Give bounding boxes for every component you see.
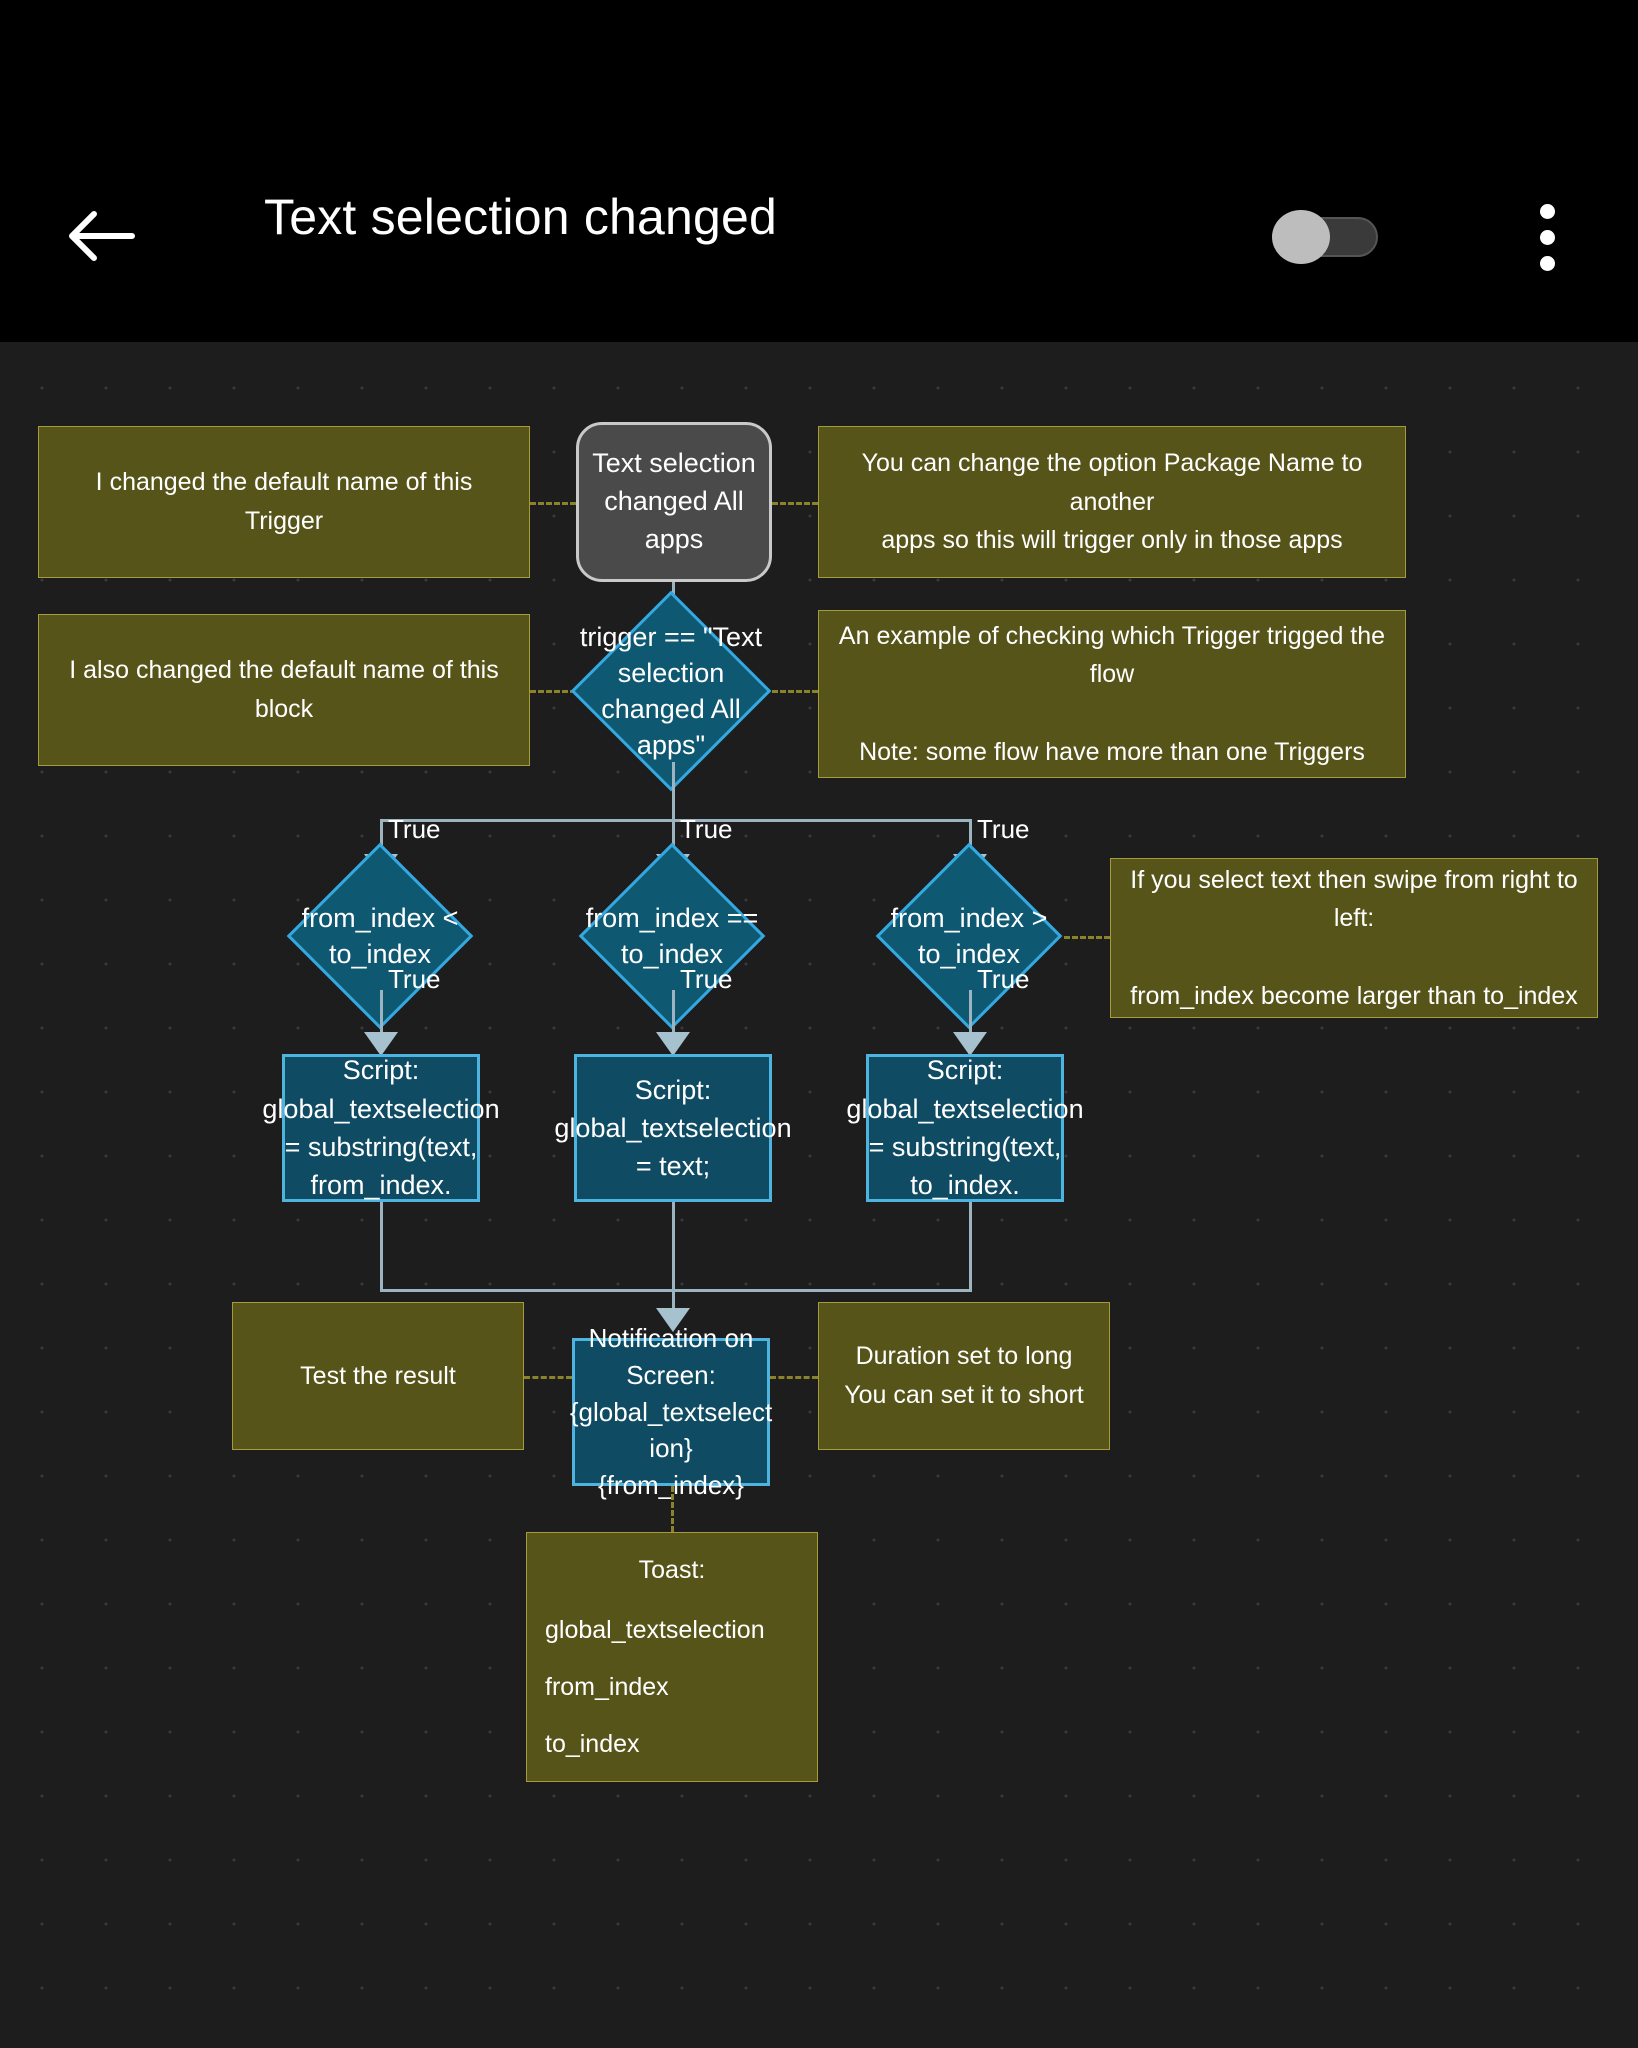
dashed-connector — [530, 690, 576, 693]
connector-arrow — [364, 1032, 398, 1056]
note-line-1: Duration set to long — [855, 1342, 1073, 1371]
note-condition-right[interactable]: An example of checking which Trigger tri… — [818, 610, 1406, 778]
connector-bus — [380, 1289, 972, 1292]
action-node-notification[interactable]: Notification on Screen: {global_textsele… — [569, 1323, 773, 1501]
condition-node-eq[interactable]: from_index == to_index — [577, 842, 767, 1030]
condition-label: from_index == to_index — [585, 902, 759, 969]
notification-line-4: ion} — [649, 1433, 693, 1464]
connector-arrow — [953, 1032, 987, 1056]
dashed-connector — [524, 1376, 572, 1379]
status-bar — [0, 0, 1638, 130]
dashed-connector — [1064, 936, 1110, 939]
toast-item-3: to_index — [545, 1729, 640, 1758]
menu-dot — [1540, 230, 1555, 245]
note-test-result[interactable]: Test the result — [232, 1302, 524, 1450]
action-node-script-lt[interactable]: Script: global_textselection = substring… — [262, 1054, 500, 1202]
dashed-connector — [770, 1376, 818, 1379]
edge-label-true: True — [388, 964, 441, 994]
note-swipe-direction[interactable]: If you select text then swipe from right… — [1110, 858, 1598, 1018]
dashed-connector — [772, 502, 818, 505]
action-label: Script: global_textselection = substring… — [846, 1055, 1084, 1201]
connector-line — [380, 819, 383, 859]
note-line-2: from_index become larger than to_index — [1130, 981, 1578, 1010]
toggle-thumb — [1272, 210, 1330, 264]
connector-line — [969, 819, 972, 859]
note-toast[interactable]: Toast: global_textselection from_index t… — [526, 1532, 818, 1782]
flow-canvas[interactable]: I changed the default name of this Trigg… — [0, 342, 1638, 2048]
connector-line — [672, 1202, 675, 1314]
toast-item-2: from_index — [545, 1673, 669, 1701]
connector-arrow — [656, 1032, 690, 1056]
edge-label-true: True — [977, 814, 1030, 844]
note-duration[interactable]: Duration set to long You can set it to s… — [818, 1302, 1110, 1450]
connector-bus — [380, 819, 972, 822]
connector-arrow — [656, 1308, 690, 1332]
connector-line — [672, 762, 675, 822]
action-node-script-eq[interactable]: Script: global_textselection = text; — [554, 1054, 792, 1202]
connector-line — [969, 1202, 972, 1292]
enable-flow-toggle[interactable] — [1272, 210, 1380, 264]
trigger-node[interactable]: Text selection changed All apps — [576, 422, 772, 582]
notification-line-2: Screen: — [626, 1359, 716, 1390]
more-vertical-icon[interactable] — [1528, 204, 1568, 271]
notification-line-3: {global_textselect — [569, 1396, 773, 1427]
note-line-2: apps so this will trigger only in those … — [881, 526, 1343, 555]
condition-node-main[interactable]: trigger == "Text selection changed All a… — [570, 590, 772, 792]
action-label: Script: global_textselection = substring… — [262, 1055, 500, 1201]
action-label: Script: global_textselection = text; — [554, 1074, 792, 1182]
note-trigger-right[interactable]: You can change the option Package Name t… — [818, 426, 1406, 578]
dashed-connector — [530, 502, 576, 505]
action-node-script-gt[interactable]: Script: global_textselection = substring… — [846, 1054, 1084, 1202]
note-line-2: Note: some flow have more than one Trigg… — [859, 737, 1365, 766]
toast-title: Toast: — [638, 1555, 706, 1584]
connector-line — [380, 990, 383, 1040]
dashed-connector — [772, 690, 818, 693]
condition-label: from_index < to_index — [301, 902, 459, 969]
notification-line-5: {from_index} — [598, 1470, 744, 1501]
note-condition-left[interactable]: I also changed the default name of this … — [38, 614, 530, 766]
connector-line — [380, 1202, 383, 1292]
trigger-line-1: Text selection — [592, 448, 756, 479]
condition-node-lt[interactable]: from_index < to_index — [285, 842, 475, 1030]
menu-dot — [1540, 204, 1555, 219]
app-bar: Text selection changed — [0, 130, 1638, 342]
note-line-1: If you select text then swipe from right… — [1130, 865, 1578, 933]
dashed-connector — [671, 1486, 674, 1532]
condition-node-gt[interactable]: from_index > to_index — [874, 842, 1064, 1030]
notification-line-1: Notification on — [588, 1322, 754, 1353]
trigger-line-2: changed All apps — [604, 486, 744, 554]
menu-dot — [1540, 256, 1555, 271]
page-title: Text selection changed — [264, 189, 778, 245]
note-line-2: You can set it to short — [844, 1381, 1084, 1409]
connector-line — [969, 990, 972, 1040]
condition-label: from_index > to_index — [890, 902, 1048, 969]
connector-line — [672, 990, 675, 1040]
toast-item-1: global_textselection — [545, 1616, 765, 1645]
back-icon[interactable] — [62, 198, 138, 274]
note-trigger-left[interactable]: I changed the default name of this Trigg… — [38, 426, 530, 578]
edge-label-true: True — [977, 964, 1030, 994]
connector-line — [672, 819, 675, 859]
edge-label-true: True — [680, 814, 733, 844]
condition-label: trigger == "Text selection changed All a… — [579, 621, 763, 761]
note-line-1: An example of checking which Trigger tri… — [838, 621, 1386, 689]
note-line-1: You can change the option Package Name t… — [861, 448, 1363, 516]
edge-label-true: True — [680, 964, 733, 994]
edge-label-true: True — [388, 814, 441, 844]
